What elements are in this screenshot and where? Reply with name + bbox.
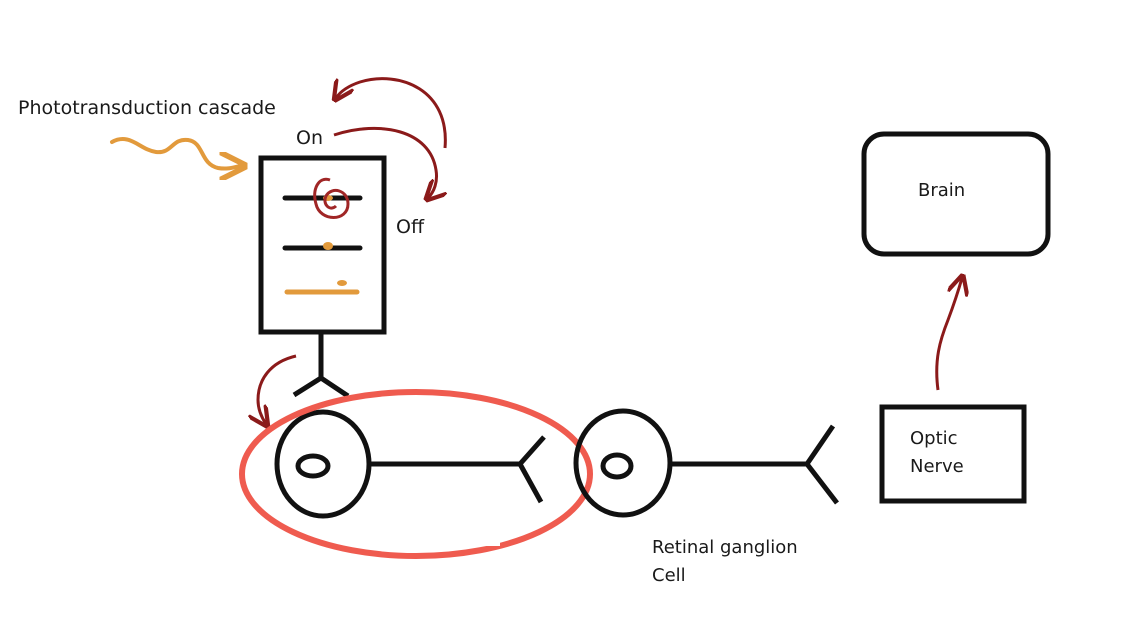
bipolar-cell-body bbox=[274, 409, 372, 519]
photoreceptor-outer-segment bbox=[258, 155, 387, 335]
optic-nerve-label-line2: Nerve bbox=[910, 456, 964, 477]
on-off-arrow bbox=[333, 127, 437, 198]
on-label: On bbox=[296, 127, 323, 149]
ganglion-cell-terminal bbox=[804, 424, 839, 505]
brain-box bbox=[861, 131, 1051, 257]
blank-label-patch bbox=[358, 506, 500, 546]
brain-label: Brain bbox=[918, 180, 965, 201]
molecule-dot bbox=[337, 280, 347, 286]
molecule-dot bbox=[323, 242, 333, 250]
signal-down-arrow bbox=[258, 354, 297, 424]
optic-nerve-box bbox=[879, 404, 1027, 504]
off-label: Off bbox=[396, 216, 425, 238]
optic-nerve-label-line1: Optic bbox=[910, 428, 958, 449]
cascade-label: Phototransduction cascade bbox=[18, 97, 276, 119]
to-brain-arrow bbox=[935, 278, 962, 391]
activation-squiggle bbox=[313, 177, 350, 219]
bipolar-cell-nucleus bbox=[295, 453, 331, 479]
ganglion-label-line2: Cell bbox=[652, 565, 686, 586]
photoreceptor-terminal bbox=[292, 375, 350, 399]
highlight-ellipse bbox=[239, 389, 593, 559]
ganglion-cell-nucleus bbox=[600, 452, 634, 480]
bipolar-cell-terminal bbox=[517, 435, 546, 504]
light-wave-arrow bbox=[110, 137, 242, 169]
cascade-return-arrow bbox=[336, 77, 447, 149]
ganglion-label-line1: Retinal ganglion bbox=[652, 537, 798, 558]
